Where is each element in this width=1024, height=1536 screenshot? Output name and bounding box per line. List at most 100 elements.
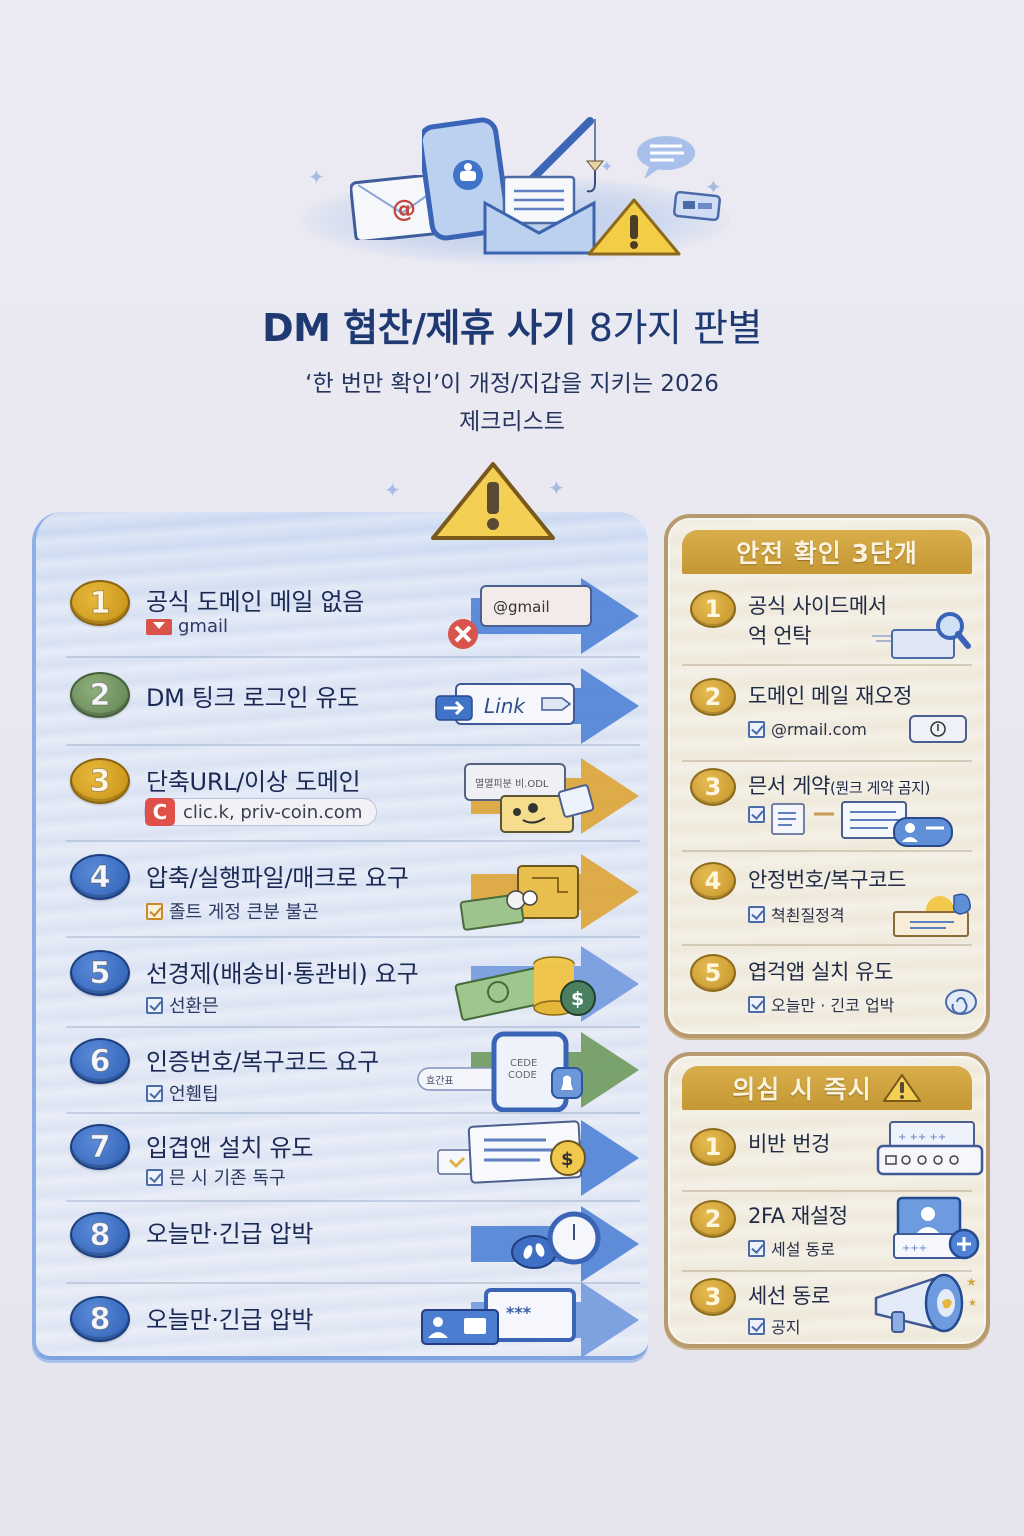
number-badge: 5 [690,954,736,992]
scam-sign-detail: 선환믄 [146,992,219,1018]
sparkle-icon: ✦ [384,478,401,502]
checkbox-icon [146,1084,163,1102]
email-verify-button-icon [909,715,967,743]
clock-urgent-icon [511,1211,601,1269]
detail-text: 세설 동로 [771,1240,835,1259]
step-title: 도메인 메일 재오정 [748,684,912,708]
scam-sign-title: 단축URL/이상 도메인 [146,768,361,796]
scam-sign-row-1: 1 공식 도메인 메일 없음 gmail @gmail [66,564,640,658]
scam-sign-title: 오늘만·긴급 압박 [146,1306,314,1334]
action-title: 비반 번겅 [748,1132,830,1156]
action-detail: 공지 [748,1314,800,1338]
scam-sign-title: 인증번호/복구코드 요구 [146,1048,379,1076]
checkbox-icon [748,1317,765,1335]
scam-sign-title: 입겹앤 설치 유도 [146,1134,314,1162]
number-badge: 5 [70,950,130,996]
link-card: Link [434,682,584,728]
checkbox-icon [748,995,765,1013]
scam-sign-detail: gmail [146,616,228,637]
sparkle-icon: ✦ [548,476,565,500]
svg-text:효간표: 효간표 [426,1075,454,1087]
subtitle-line-1: ‘한 번만 확인’이 개정/지갑을 지키는 2026 [305,371,719,397]
warning-triangle-icon [431,462,555,540]
action-title: 2FA 재설정 [748,1204,848,1228]
svg-text:@gmail: @gmail [493,598,550,616]
title-light: 8가지 판별 [588,306,763,350]
recovery-card-icon [893,893,972,937]
scam-sign-detail: C clic.k, priv-coin.com [144,798,378,826]
scam-sign-row-5: 5 선경제(배송비·통관비) 요구 선환믄 $ [66,938,640,1028]
contract-document-icon [771,801,953,847]
sparkle-icon: ✦ [600,157,614,176]
step-title-line-1: 공식 사이드메서 [748,594,887,618]
number-badge: 2 [690,678,736,716]
email-search-icon [872,612,971,659]
scam-sign-title: DM 팅크 로그인 유도 [146,684,360,712]
immediate-actions-panel: 의심 시 즉시 1 비반 번겅 + ++ ++ 2 2FA 재설정 세설 동로 [664,1052,990,1348]
number-badge: 1 [70,580,130,626]
action-row-1: 1 비반 번겅 + ++ ++ [682,1114,984,1192]
password-change-icon: + ++ ++ [876,1121,984,1176]
svg-text:$: $ [571,988,584,1010]
link-icon: Link [435,683,575,725]
scam-sign-row-2: 2 DM 팅크 로그인 유도 Link [66,658,640,746]
scam-sign-row-8: 8 오늘만·긴급 압박 [66,1202,640,1284]
svg-text:★: ★ [968,1298,977,1309]
svg-text:★: ★ [966,1275,977,1289]
checkbox-icon [146,1168,163,1186]
action-row-3: 3 세선 동로 공지 ★ ★ [682,1272,977,1344]
safety-step-row-4: 4 안정번호/복구코드 쳑쵠질정격 [682,852,972,946]
login-password-icon: *** [421,1288,576,1345]
number-badge: 1 [690,1128,736,1166]
spiral-icon [945,989,977,1015]
checkbox-icon [748,806,765,823]
svg-text:***: *** [506,1303,532,1322]
scam-sign-title: 오늘만·긴급 압박 [146,1220,314,1248]
chat-bubble-icon [637,136,695,179]
page-title: DM 협찬/제휴 사기 8가지 판별 [0,297,1024,352]
step-detail: 오늘만 · 긴코 업박 [748,992,894,1016]
warning-triangle-icon [882,1074,921,1102]
zip-file-money-icon [459,865,579,931]
step-title: 엽걱앱 실치 유도 [748,960,893,984]
step-detail [748,806,765,823]
scam-signs-panel: 1 공식 도메인 메일 없음 gmail @gmail 2 DM 팅크 로그인 … [32,512,648,1360]
scam-sign-title: 공식 도메인 메일 없음 [146,588,365,616]
detail-text: 졸트 게정 큰분 불곤 [169,902,319,923]
scam-sign-detail: 언휀팁 [146,1080,219,1106]
number-badge: 2 [690,1200,736,1238]
gmail-icon [146,618,172,635]
svg-text:+++: +++ [902,1243,927,1254]
number-badge: 4 [70,854,130,900]
step-title-line-2: 억 언탁 [748,624,812,648]
number-badge: 8 [70,1296,130,1342]
sparkle-icon: ✦ [308,165,325,189]
step-detail: @rmail.com [748,720,867,739]
action-detail: 세설 동로 [748,1236,835,1260]
open-envelope-icon [483,175,596,255]
number-badge: 3 [70,758,130,804]
detail-text: 오늘만 · 긴코 업박 [771,996,895,1015]
svg-text:멸멸피분 비.ODL: 멸멸피분 비.ODL [475,778,549,790]
number-badge: 7 [70,1124,130,1170]
price-tag-app-icon: $ [437,1120,586,1184]
detail-text: 언휀팁 [169,1084,219,1105]
2fa-reset-icon: +++ [893,1196,980,1260]
number-badge: 1 [690,590,736,628]
detail-text: 쳑쵠질정격 [771,906,845,925]
scam-sign-row-3: 3 단축URL/이상 도메인 C clic.k, priv-coin.com 멸… [66,746,640,842]
immediate-actions-header: 의심 시 즉시 [682,1066,972,1110]
megaphone-icon: ★ ★ [874,1273,977,1333]
money-coins-icon: $ [454,956,596,1021]
card-icon [673,191,721,221]
sparkle-icon: ✦ [705,175,722,199]
number-badge: 4 [690,862,736,900]
header-label: 의심 시 즉시 [732,1075,872,1104]
step-detail: 쳑쵠질정격 [748,902,845,926]
safety-step-row-3: 3 믄서 게약(뭔크 게약 곰지) [682,762,972,852]
step-title: 믄서 게약(뭔크 게약 곰지) [748,774,931,798]
verification-code-icon: 효간표 CEDE CODE [417,1031,583,1112]
c-link-icon: C [145,798,175,826]
checkbox-icon [748,1239,765,1257]
page-subtitle: ‘한 번만 확인’이 개정/지갑을 지키는 2026 제크리스트 [0,365,1024,441]
